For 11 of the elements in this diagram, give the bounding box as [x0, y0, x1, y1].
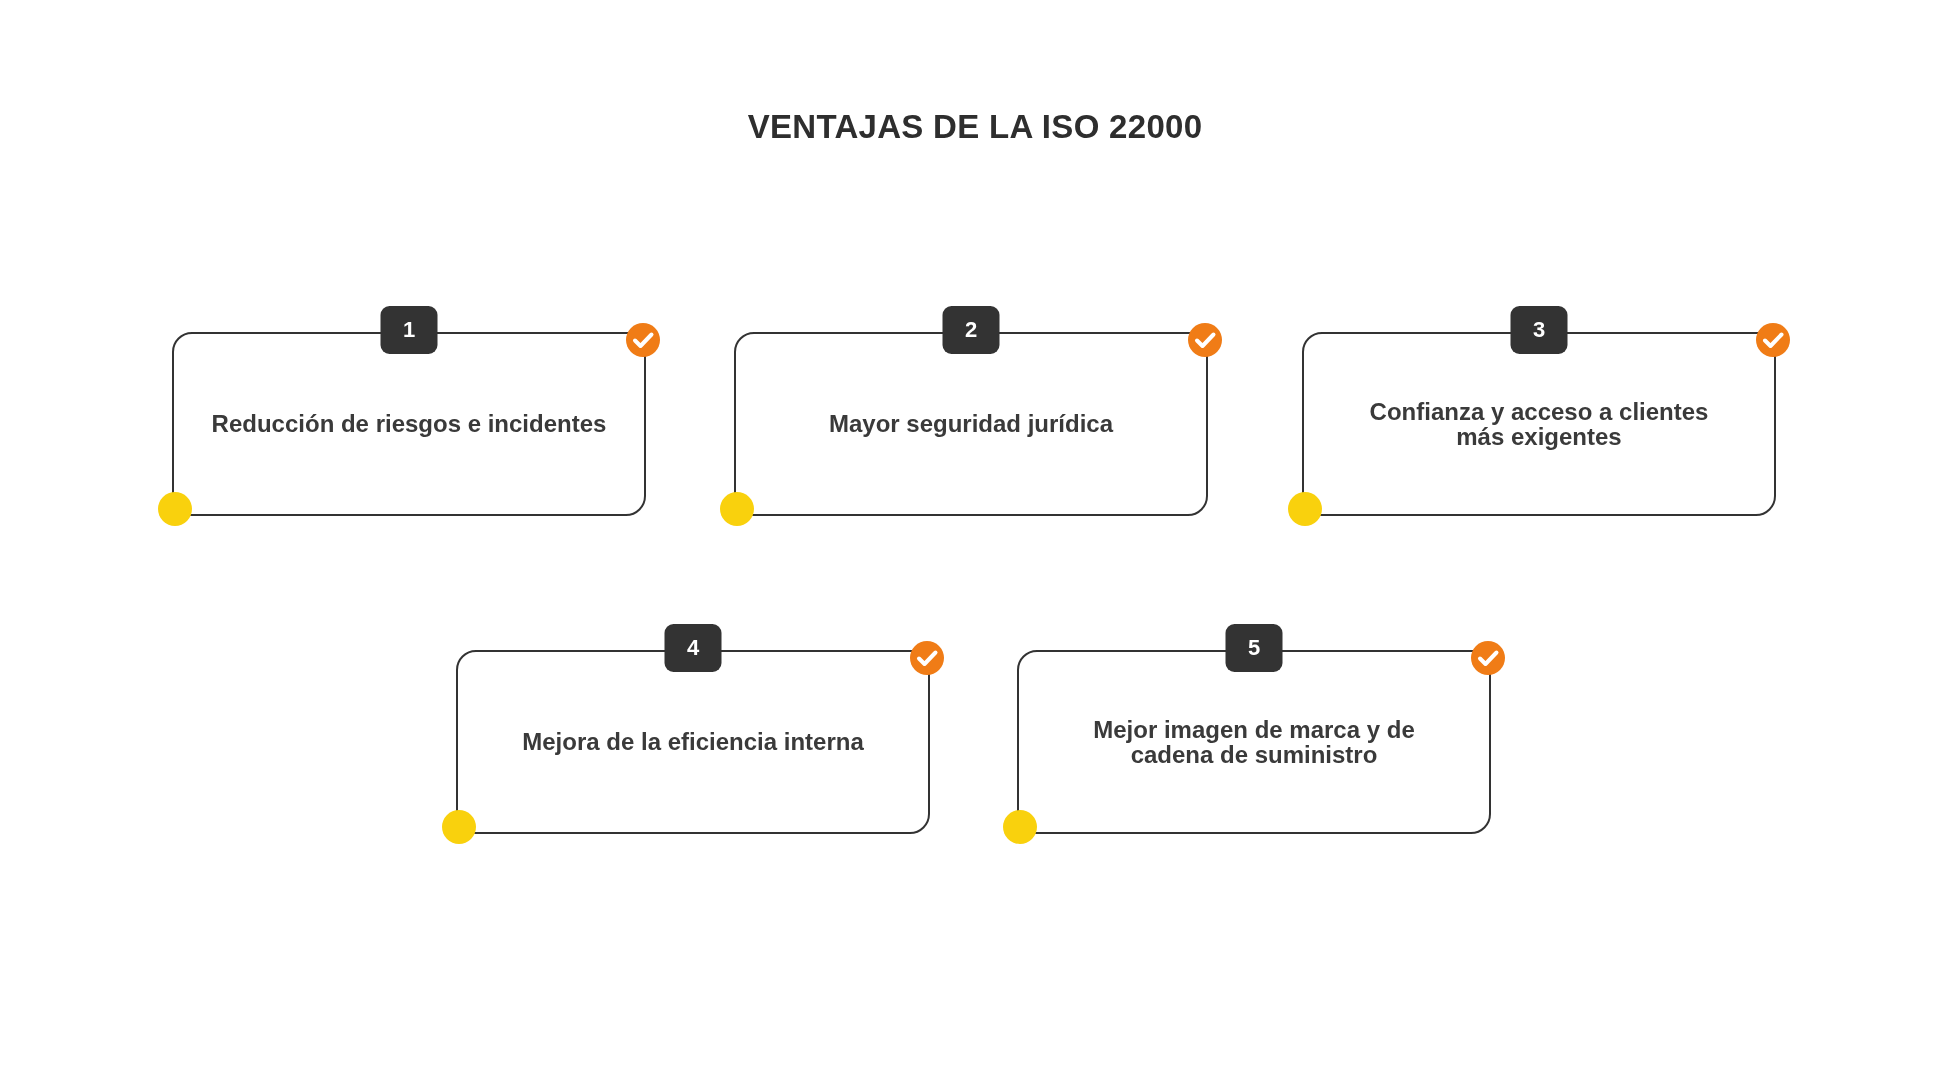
number-badge: 4	[664, 624, 722, 672]
card-text: Confianza y acceso a clientes más exigentes	[1368, 398, 1710, 450]
card-text: Mejora de la eficiencia interna	[522, 729, 864, 755]
number-badge: 3	[1510, 306, 1568, 354]
card-text: Mejor imagen de marca y de cadena de suministro	[1092, 716, 1416, 768]
title: VENTAJAS DE LA ISO 22000	[747, 108, 1203, 146]
number-badge: 5	[1225, 624, 1283, 672]
number-badge: 2	[942, 306, 1000, 354]
card-text: Reducción de riesgos e incidentes	[211, 411, 607, 437]
card-text: Mayor seguridad jurídica	[828, 411, 1114, 437]
number-badge: 1	[380, 306, 438, 354]
